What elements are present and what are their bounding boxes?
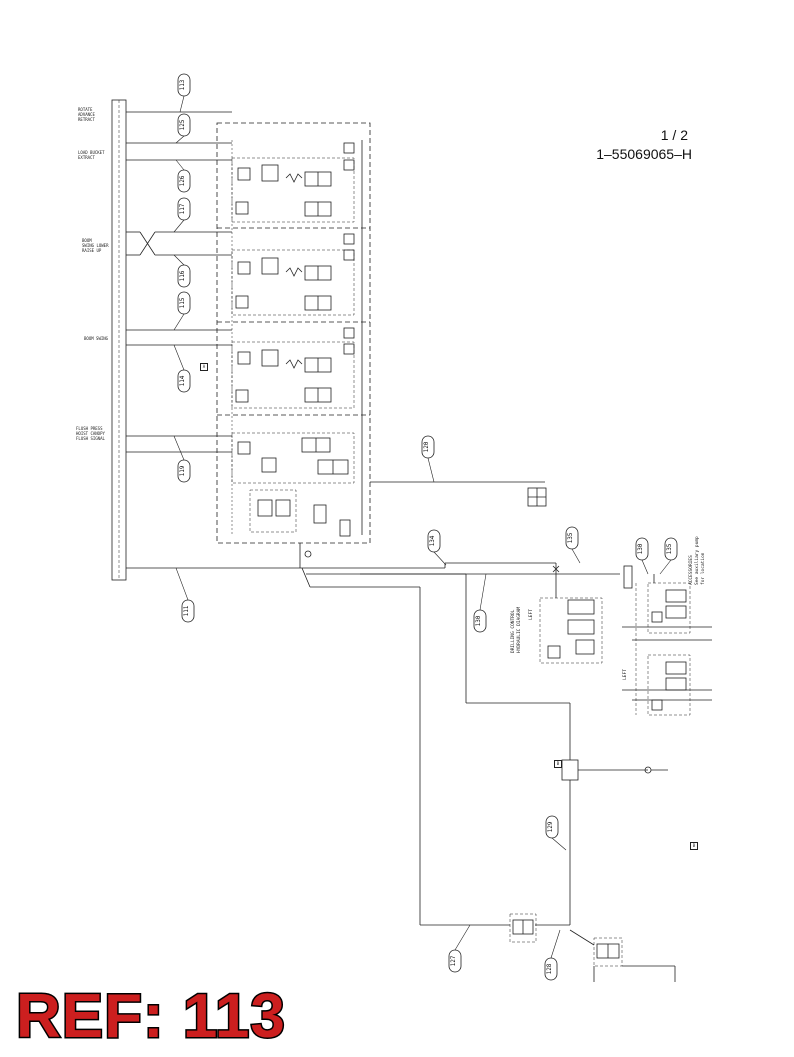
- port-label-line: BOOM: [82, 238, 92, 243]
- port-label-line: FLUSH PRESS: [76, 426, 103, 431]
- drawing-number: 1–55069065–H: [596, 146, 692, 162]
- port-label-line: HOIST CANOPY: [76, 431, 105, 436]
- callout-116[interactable]: 116: [179, 270, 186, 282]
- port-label-line: LOAD BUCKET: [78, 150, 105, 155]
- port-label-line: RETRACT: [78, 117, 95, 122]
- port-label-rotate: ROTATE ADVANCE RETRACT: [78, 107, 95, 122]
- callout-113[interactable]: 113: [179, 79, 186, 91]
- valve-block-frame: [216, 122, 371, 544]
- callout-111[interactable]: 111: [183, 605, 190, 617]
- callout-135-b[interactable]: 135: [666, 543, 673, 555]
- callout-134[interactable]: 134: [429, 535, 436, 547]
- port-label-flush: FLUSH PRESS HOIST CANOPY FLUSH SIGNAL: [76, 426, 105, 441]
- port-label-boom: BOOM SWING LOWER RAISE UP: [82, 238, 109, 253]
- callout-120[interactable]: 120: [423, 441, 430, 453]
- port-label-line: ROTATE: [78, 107, 93, 112]
- tag-c: B: [690, 842, 698, 850]
- port-label-line: FLUSH SIGNAL: [76, 436, 105, 441]
- port-label-bucket: LOAD BUCKET EXTRACT: [78, 150, 105, 160]
- port-label-boom-swing: BOOM SWING: [84, 336, 108, 341]
- callout-130-b[interactable]: 130: [475, 615, 482, 627]
- callout-117[interactable]: 117: [179, 203, 186, 215]
- note-line: HYDRAULIC DIAGRAM: [517, 606, 522, 653]
- callout-127[interactable]: 127: [450, 955, 457, 967]
- port-label-line: ADVANCE: [78, 112, 95, 117]
- callout-135-a[interactable]: 135: [567, 532, 574, 544]
- callout-129[interactable]: 129: [547, 821, 554, 833]
- callout-119[interactable]: 119: [179, 465, 186, 477]
- port-label-line: EXTRACT: [78, 155, 95, 160]
- note-accessories: ACCESSORIES See auxiliary pump for locat…: [689, 529, 707, 585]
- tag-b: B: [554, 760, 562, 768]
- port-label-line: RAISE UP: [82, 248, 102, 253]
- tag-a: A: [200, 363, 208, 371]
- note-line: for location: [701, 552, 706, 585]
- ref-label: REF: 113: [15, 981, 287, 1053]
- note-left-a: LEFT: [528, 609, 534, 620]
- callout-114[interactable]: 114: [179, 375, 186, 387]
- callout-115[interactable]: 115: [179, 297, 186, 309]
- callout-130-a[interactable]: 130: [637, 543, 644, 555]
- note-drilling-control: DRILLING CONTROL HYDRAULIC DIAGRAM: [511, 583, 523, 653]
- callout-126[interactable]: 126: [179, 175, 186, 187]
- callout-125[interactable]: 125: [179, 119, 186, 131]
- sheet-number: 1 / 2: [660, 127, 688, 143]
- callout-128[interactable]: 128: [546, 963, 553, 975]
- port-label-line: SWING LOWER: [82, 243, 109, 248]
- port-label-line: BOOM SWING: [84, 336, 109, 341]
- note-left-b: LEFT: [622, 669, 628, 680]
